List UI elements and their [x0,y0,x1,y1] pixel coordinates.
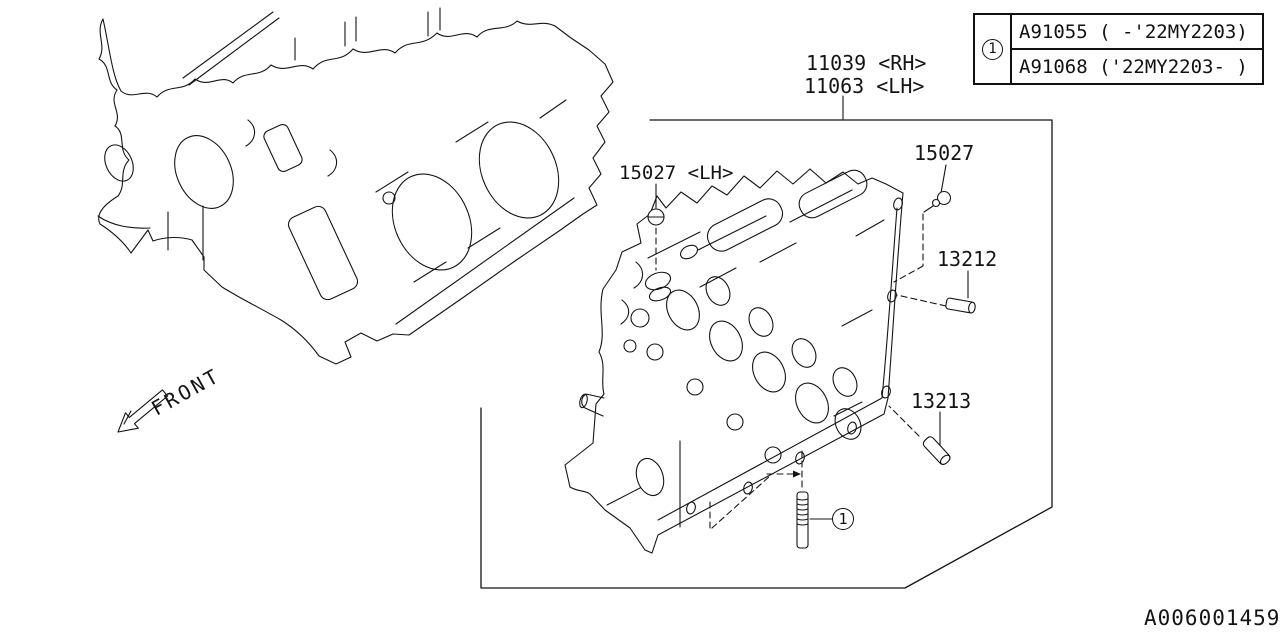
part-label-11039-rh[interactable]: 11039 <RH> [806,51,927,75]
stud-bolt-glyph [796,491,809,549]
diagram-code: A006001459 [1144,606,1280,630]
dashed-leaders [655,213,947,529]
part-label-13212[interactable]: 13212 [937,247,998,271]
cup-plug-rh-glyph [931,190,952,208]
part-label-13213[interactable]: 13213 [911,389,972,413]
boundary-box [480,119,1053,589]
part-label-15027-rh[interactable]: 15027 [914,141,975,165]
reference-table-index-badge: 1 [982,38,1003,60]
reference-table-row-a91068[interactable]: A91068 ('22MY2203- ) [1019,55,1248,78]
part-label-15027-lh[interactable]: 15027 <LH> [619,162,734,184]
callout-1-badge[interactable]: 1 [832,508,854,530]
engine-block-drawing [97,7,614,365]
reference-table: 1 A91055 ( -'22MY2203) A91068 ('22MY2203… [973,13,1264,85]
dashed-leader-arrowhead [793,470,801,478]
front-arrow-icon [117,389,169,433]
part-label-11063-lh[interactable]: 11063 <LH> [804,74,925,98]
cylinder-head-drawing [564,168,904,554]
reference-table-rows: A91055 ( -'22MY2203) A91068 ('22MY2203- … [1012,15,1262,83]
cup-plug-lh-glyph [647,208,665,226]
dowel-pin-13213-glyph [922,436,951,465]
reference-table-index-cell: 1 [975,15,1012,83]
reference-table-row-a91055[interactable]: A91055 ( -'22MY2203) [1012,15,1262,50]
dowel-pin-13212-glyph [945,297,976,314]
